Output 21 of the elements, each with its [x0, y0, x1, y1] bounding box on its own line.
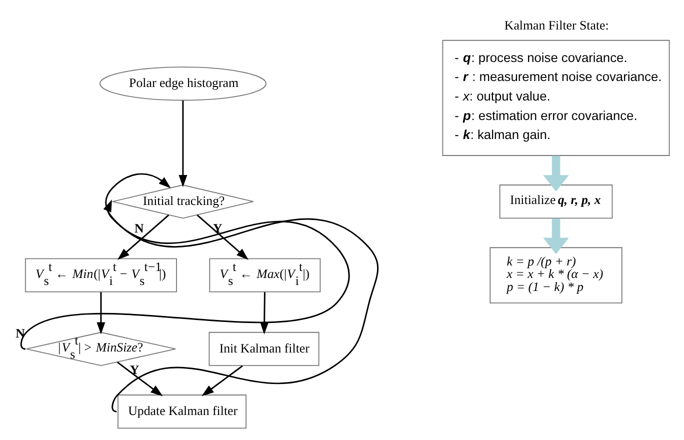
arrow — [104, 173, 378, 412]
node-diamond: Initial tracking? — [112, 184, 254, 219]
arrow — [96, 292, 105, 334]
node-label: Kalman Filter State: — [504, 18, 608, 33]
edge-label: N — [15, 326, 24, 341]
node-box: Update Kalman filter — [117, 394, 246, 429]
arrow — [178, 100, 187, 188]
arrow — [542, 218, 568, 254]
node-ellipse: Polar edge histogram — [98, 66, 266, 101]
arrow — [116, 214, 169, 260]
node-box: - q: process noise covariance. - r : measurement noise covariance. - x: output value. - p: estimation error covariance. - k: kalman gain. — [442, 40, 670, 156]
node-box: Initialize q, r, p, x — [498, 184, 612, 219]
arrow — [201, 365, 242, 396]
arrow — [260, 292, 268, 334]
arrow — [116, 362, 162, 396]
edge-label: N — [134, 222, 144, 236]
arrow — [196, 214, 248, 260]
node-box: Init Kalman filter — [208, 332, 319, 366]
arrow — [542, 156, 568, 192]
node-box: k = p /(p + r) x = x + k * (α − x) p = (1 − k) * p — [489, 247, 622, 304]
edge-label: Y — [212, 222, 222, 236]
